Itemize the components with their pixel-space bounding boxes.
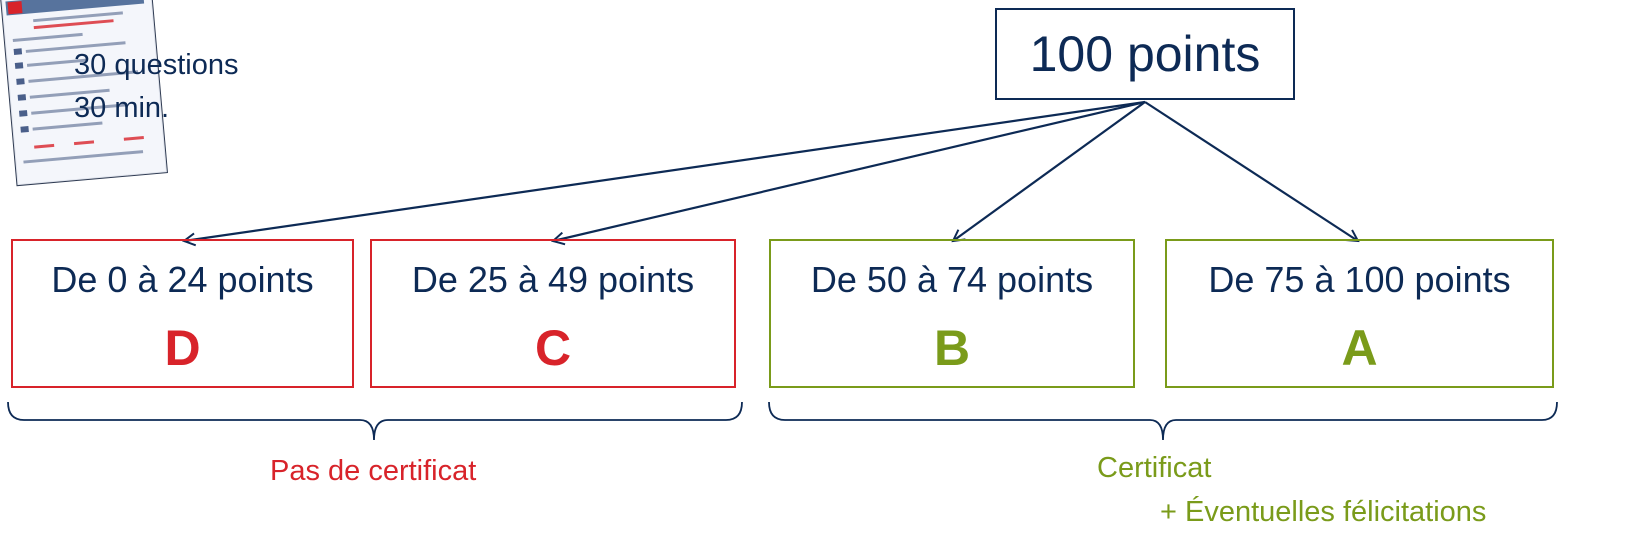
band-d-grade: D: [164, 320, 201, 376]
total-points-label: 100 points: [1029, 26, 1261, 82]
exam-duration: 30 min.: [74, 92, 170, 124]
band-b-grade: B: [933, 320, 971, 376]
total-points-box: 100 points: [995, 8, 1295, 100]
arrow-to-c: [553, 100, 1146, 241]
arrow-to-b: [953, 101, 1146, 241]
brace-pass: [768, 401, 1558, 441]
band-c-range: De 25 à 49 points: [411, 259, 695, 300]
pass-label-line1: Certificat: [1097, 452, 1212, 484]
band-c: De 25 à 49 points C: [370, 239, 736, 388]
band-b-range: De 50 à 74 points: [810, 259, 1094, 300]
band-d-range: De 0 à 24 points: [51, 259, 314, 300]
band-b: De 50 à 74 points B: [769, 239, 1135, 388]
band-d: De 0 à 24 points D: [11, 239, 354, 388]
band-c-grade: C: [534, 320, 572, 376]
brace-fail: [7, 401, 743, 441]
arrow-to-d: [184, 100, 1146, 241]
band-a-grade: A: [1341, 320, 1378, 376]
pass-label-line2: + Éventuelles félicitations: [1160, 496, 1487, 528]
exam-info: 30 questions 30 min.: [74, 44, 238, 130]
fail-label: Pas de certificat: [270, 455, 477, 487]
question-count: 30 questions: [74, 49, 239, 81]
arrow-to-a: [1144, 101, 1358, 241]
band-a: De 75 à 100 points A: [1165, 239, 1554, 388]
band-a-range: De 75 à 100 points: [1208, 259, 1511, 300]
